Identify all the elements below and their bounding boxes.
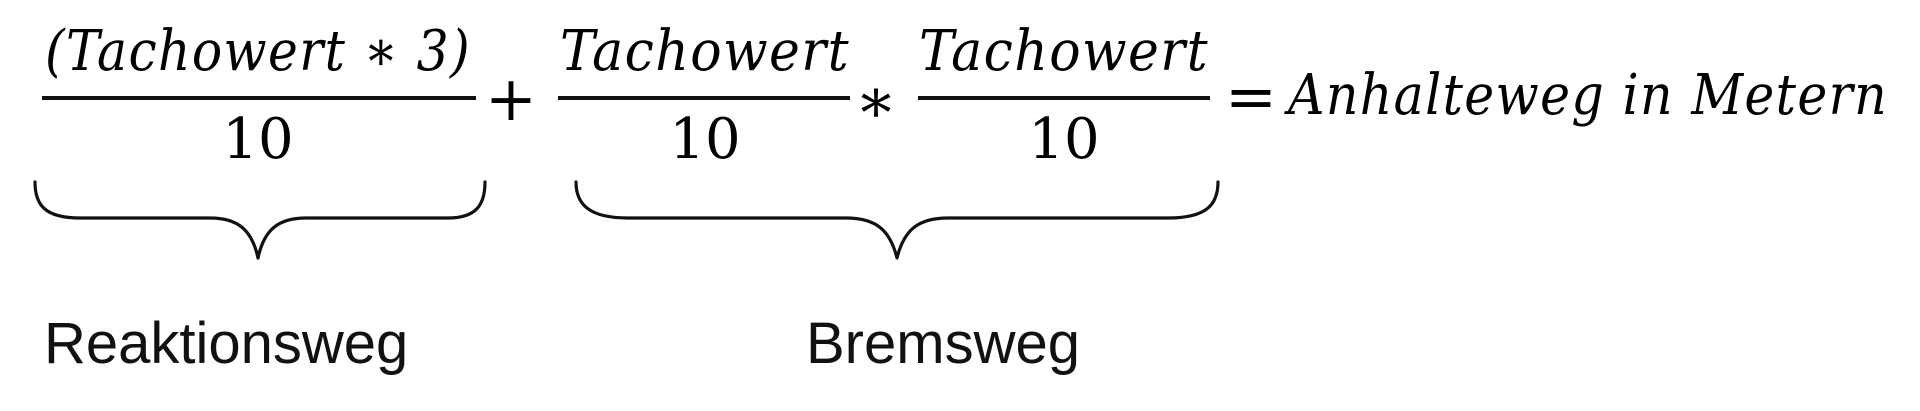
multiply-operator: ∗ — [855, 64, 897, 137]
reaction-brace — [33, 180, 487, 260]
plus-operator: + — [485, 62, 537, 135]
reaction-numerator: (Tachowert ∗ 3) — [45, 19, 471, 84]
braking-fraction-2: Tachowert 10 — [918, 19, 1210, 172]
reaction-distance-label: Reaktionsweg — [44, 311, 408, 376]
braking-denominator-2: 10 — [1028, 107, 1099, 172]
braking-numerator-1: Tachowert — [560, 19, 850, 84]
braking-distance-label: Bremsweg — [806, 311, 1080, 376]
equals-operator: = — [1225, 60, 1277, 133]
braking-brace — [574, 180, 1220, 260]
reaction-fraction: (Tachowert ∗ 3) 10 — [42, 19, 476, 172]
braking-denominator-1: 10 — [669, 107, 740, 172]
braking-numerator-2: Tachowert — [919, 19, 1209, 84]
result-text: Anhalteweg in Metern — [1283, 63, 1888, 128]
reaction-denominator: 10 — [222, 107, 293, 172]
braking-fraction-1: Tachowert 10 — [558, 19, 850, 172]
